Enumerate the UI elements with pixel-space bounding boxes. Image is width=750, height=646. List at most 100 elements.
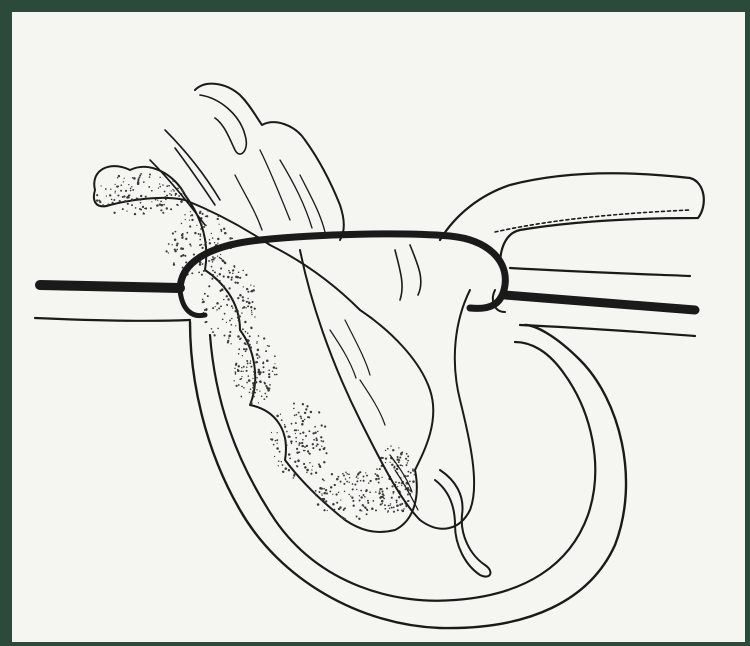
stipple-dot bbox=[172, 232, 174, 234]
stipple-dot bbox=[251, 314, 253, 316]
stipple-dot bbox=[266, 396, 268, 398]
stipple-dot bbox=[286, 431, 288, 433]
stipple-dot bbox=[326, 492, 328, 494]
stipple-dot bbox=[280, 414, 281, 415]
stipple-dot bbox=[219, 280, 221, 282]
stipple-dot bbox=[211, 266, 213, 268]
stipple-dot bbox=[240, 396, 242, 398]
stipple-dot bbox=[294, 461, 296, 463]
stipple-dot bbox=[305, 435, 307, 437]
stipple-dot bbox=[321, 495, 322, 496]
stipple-dot bbox=[184, 255, 186, 257]
stipple-dot bbox=[217, 243, 218, 244]
stipple-dot bbox=[212, 261, 214, 263]
stipple-dot bbox=[96, 194, 98, 196]
stipple-dot bbox=[170, 194, 172, 196]
stipple-dot bbox=[123, 195, 125, 197]
stipple-dot bbox=[246, 366, 248, 368]
stipple-dot bbox=[270, 438, 271, 439]
stipple-dot bbox=[245, 274, 247, 276]
stipple-dot bbox=[149, 174, 151, 176]
stipple-dot bbox=[320, 440, 322, 442]
stipple-dot bbox=[180, 255, 182, 257]
stipple-dot bbox=[367, 502, 369, 504]
stipple-dot bbox=[256, 343, 257, 344]
stipple-dot bbox=[358, 518, 360, 520]
stipple-dot bbox=[202, 299, 204, 301]
stipple-dot bbox=[278, 465, 279, 466]
stipple-dot bbox=[363, 505, 365, 507]
stipple-dot bbox=[321, 424, 323, 426]
stipple-dot bbox=[393, 493, 394, 494]
stipple-dot bbox=[258, 355, 259, 356]
stipple-dot bbox=[375, 491, 377, 493]
stipple-dot bbox=[215, 306, 216, 307]
stipple-dot bbox=[390, 503, 391, 504]
stipple-dot bbox=[406, 464, 408, 466]
stipple-dot bbox=[250, 327, 252, 329]
stipple-dot bbox=[117, 194, 119, 196]
stipple-dot bbox=[202, 213, 204, 215]
stipple-dot bbox=[239, 277, 241, 279]
stipple-dot bbox=[218, 215, 220, 217]
stipple-dot bbox=[356, 480, 358, 482]
stipple-dot bbox=[279, 451, 281, 453]
stipple-dot bbox=[220, 229, 222, 231]
stipple-dot bbox=[171, 190, 172, 191]
stipple-dot bbox=[304, 446, 306, 448]
stipple-dot bbox=[226, 322, 227, 323]
stipple-dot bbox=[158, 187, 159, 188]
stipple-dot bbox=[321, 493, 322, 494]
stipple-dot bbox=[339, 506, 341, 508]
stipple-dot bbox=[199, 239, 201, 241]
stipple-dot bbox=[298, 412, 300, 414]
stipple-dot bbox=[293, 475, 295, 477]
stipple-dot bbox=[274, 355, 276, 357]
stipple-dot bbox=[308, 452, 310, 454]
stipple-dot bbox=[238, 366, 239, 367]
stipple-dot bbox=[219, 224, 220, 225]
stipple-dot bbox=[120, 190, 122, 192]
stipple-dot bbox=[380, 504, 382, 506]
stipple-dot bbox=[310, 473, 312, 475]
stipple-dot bbox=[253, 371, 254, 372]
stipple-dot bbox=[409, 481, 411, 483]
stipple-dot bbox=[312, 447, 314, 449]
stipple-dot bbox=[254, 392, 256, 394]
stipple-dot bbox=[172, 244, 173, 245]
stipple-dot bbox=[106, 195, 107, 196]
stipple-dot bbox=[235, 373, 237, 375]
stipple-dot bbox=[351, 497, 353, 499]
stipple-dot bbox=[190, 211, 191, 212]
stipple-dot bbox=[262, 362, 264, 364]
stipple-dot bbox=[304, 466, 307, 469]
stipple-dot bbox=[268, 369, 270, 371]
stipple-dot bbox=[303, 463, 305, 465]
stipple-dot bbox=[131, 186, 132, 187]
stipple-dot bbox=[378, 482, 380, 484]
stipple-dot bbox=[231, 279, 233, 281]
stipple-dot bbox=[250, 284, 251, 285]
stipple-dot bbox=[298, 430, 299, 431]
stipple-dot bbox=[367, 510, 369, 512]
stipple-dot bbox=[239, 378, 241, 380]
stipple-dot bbox=[258, 402, 259, 403]
stipple-dot bbox=[368, 482, 369, 483]
stipple-dot bbox=[252, 390, 254, 392]
stipple-dot bbox=[296, 451, 298, 453]
stipple-dot bbox=[314, 432, 316, 434]
stipple-dot bbox=[173, 262, 175, 264]
stipple-dot bbox=[209, 242, 211, 244]
stipple-dot bbox=[254, 380, 255, 381]
stipple-dot bbox=[235, 371, 237, 373]
stipple-dot bbox=[392, 449, 394, 451]
stipple-dot bbox=[259, 390, 260, 391]
band-left-thick bbox=[40, 285, 180, 288]
stipple-dot bbox=[224, 313, 226, 315]
stipple-dot bbox=[293, 408, 295, 410]
stipple-dot bbox=[242, 371, 243, 372]
stipple-dot bbox=[308, 430, 310, 432]
stipple-dot bbox=[249, 362, 251, 364]
stipple-dot bbox=[205, 308, 207, 310]
